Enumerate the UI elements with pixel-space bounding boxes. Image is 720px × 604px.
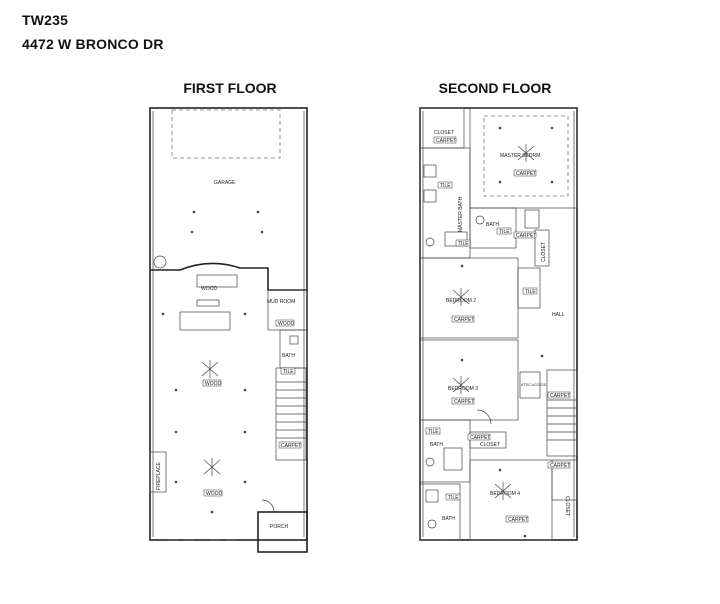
garage-wall	[150, 262, 307, 291]
second-floor-title: SECOND FLOOR	[438, 80, 552, 96]
bedroom-2-label: BEDROOM 2	[446, 298, 476, 304]
carpet-label: CARPET	[550, 463, 570, 469]
first-floor-plan: GARAGE MUD ROOM WOOD WOOD WOOD WOOD BATH…	[149, 107, 308, 553]
second-floor-plan: CLOSET CARPET MASTER BEDRM CARPET MASTER…	[419, 107, 578, 541]
small-tile-closet	[517, 267, 541, 309]
carpet-label: CARPET	[470, 435, 490, 441]
bath-label: BATH	[486, 222, 499, 228]
tile-label: TILE	[458, 241, 469, 247]
fireplace-label: FIREPLACE	[156, 462, 162, 490]
plan-address: 4472 W BRONCO DR	[22, 36, 164, 52]
kitchen-island	[179, 311, 231, 331]
carpet-label: CARPET	[550, 393, 570, 399]
carpet-label: CARPET	[454, 399, 474, 405]
closet-label: CLOSET	[434, 130, 454, 136]
bedroom-3	[419, 339, 519, 421]
closet-label: CLOSET	[480, 442, 500, 448]
bedroom-4	[469, 459, 553, 541]
carpet-label: CARPET	[281, 443, 301, 449]
tile-label: TILE	[428, 429, 439, 435]
ceiling-fan-icon	[494, 482, 512, 500]
plan-code: TW235	[22, 12, 69, 28]
second-floor-outline	[419, 107, 578, 541]
water-heater-icon	[153, 255, 167, 269]
tile-label: TILE	[448, 495, 459, 501]
carpet-label: CARPET	[436, 138, 456, 144]
wood-label: WOOD	[205, 381, 221, 387]
master-bath-label: MASTER BATH	[458, 196, 464, 232]
tile-label: TILE	[283, 369, 294, 375]
master-bedroom-label: MASTER BEDRM	[500, 153, 540, 159]
tile-label: TILE	[525, 289, 536, 295]
carpet-label: CARPET	[454, 317, 474, 323]
carpet-label: CARPET	[508, 517, 528, 523]
closet-label: CLOSET	[541, 242, 547, 262]
hall-label: HALL	[552, 312, 565, 318]
mud-room-label: MUD ROOM	[267, 299, 295, 305]
carpet-label: CARPET	[516, 233, 536, 239]
wood-label: WOOD	[206, 491, 222, 497]
bath-label: BATH	[282, 353, 295, 359]
porch	[257, 511, 308, 553]
tile-label: TILE	[440, 183, 451, 189]
second-floor-stairs	[546, 369, 578, 457]
attic-access-label: ATTIC ACCESS	[521, 383, 547, 387]
wood-label: WOOD	[278, 321, 294, 327]
garage-label: GARAGE	[214, 180, 236, 186]
fireplace	[149, 451, 167, 493]
ceiling-fan-icon	[517, 144, 535, 162]
porch-label: PORCH	[270, 524, 288, 530]
hall-bath-top	[469, 207, 517, 249]
linen-closet	[534, 229, 550, 267]
tile-label: TILE	[499, 229, 510, 235]
bath-label: BATH	[442, 516, 455, 522]
hall-bath-mid	[419, 419, 471, 483]
closet-label: CLOSET	[564, 496, 570, 516]
wood-label: WOOD	[201, 286, 217, 292]
attic-access	[519, 371, 541, 399]
ceiling-fan-icon	[203, 458, 221, 476]
first-floor-title: FIRST FLOOR	[183, 80, 277, 96]
bath-label: BATH	[430, 442, 443, 448]
carpet-label: CARPET	[516, 171, 536, 177]
ceiling-fan-icon	[452, 376, 470, 394]
ceiling-fan-icon	[201, 360, 219, 378]
ceiling-fan-icon	[452, 288, 470, 306]
master-tray-ceiling	[483, 115, 569, 197]
bedroom-4-label: BEDROOM 4	[490, 491, 520, 497]
bedroom-3-label: BEDROOM 3	[448, 386, 478, 392]
garage-parking-outline	[171, 109, 281, 159]
